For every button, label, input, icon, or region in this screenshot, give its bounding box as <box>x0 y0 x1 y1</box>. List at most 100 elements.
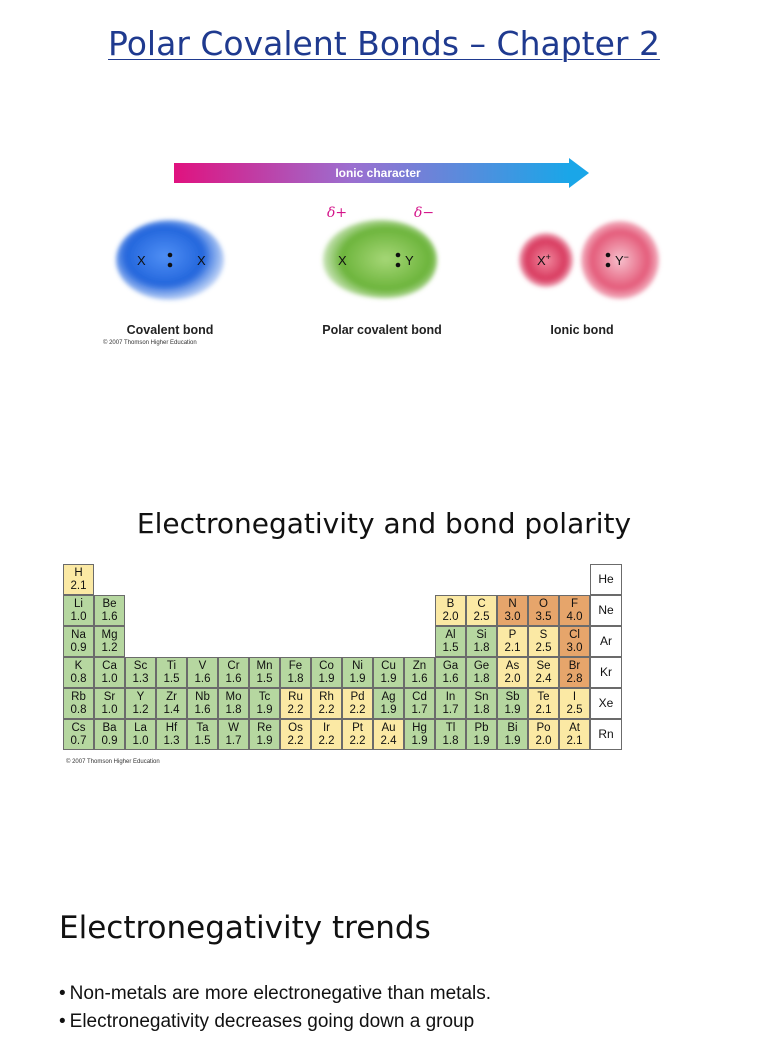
element-symbol: Mn <box>256 660 273 672</box>
element-symbol: Ni <box>352 660 363 672</box>
element-electronegativity: 1.5 <box>194 735 211 747</box>
ionic-atom-left: X+ <box>537 252 551 268</box>
element-symbol: I <box>572 691 577 703</box>
element-symbol: Ir <box>322 722 331 734</box>
element-symbol: Li <box>74 598 83 610</box>
element-electronegativity: 1.7 <box>225 735 242 747</box>
element-electronegativity: 1.8 <box>473 704 490 716</box>
element-symbol: Ta <box>196 722 209 734</box>
element-symbol: In <box>445 691 456 703</box>
element-electronegativity: 1.7 <box>442 704 459 716</box>
covalent-atom-right: X <box>197 253 206 268</box>
element-symbol: B <box>446 598 455 610</box>
element-electronegativity: 2.5 <box>535 642 552 654</box>
delta-plus-label: δ+ <box>327 205 347 221</box>
element-electronegativity: 0.7 <box>70 735 87 747</box>
element-symbol: Sb <box>505 691 520 703</box>
element-electronegativity: 2.2 <box>287 704 304 716</box>
noble-gas-cell-rn: Rn <box>590 719 622 750</box>
element-electronegativity: 4.0 <box>566 611 583 623</box>
element-electronegativity: 2.2 <box>318 735 335 747</box>
bullet-item: •Non-metals are more electronegative tha… <box>59 983 492 1004</box>
element-symbol: N <box>508 598 517 610</box>
element-symbol: Sr <box>103 691 116 703</box>
element-symbol: K <box>74 660 83 672</box>
polar-electron-cloud: δ+ δ− X Y <box>323 205 437 299</box>
element-symbol: Ru <box>288 691 303 703</box>
element-symbol: Mg <box>101 629 118 641</box>
element-symbol: Ag <box>381 691 396 703</box>
covalent-caption: Covalent bond <box>126 323 214 337</box>
element-symbol: Sn <box>474 691 489 703</box>
element-symbol: Hg <box>412 722 427 734</box>
element-electronegativity: 1.8 <box>473 673 490 685</box>
element-symbol: Tl <box>445 722 456 734</box>
noble-gas-cell-kr: Kr <box>590 657 622 688</box>
element-symbol: Re <box>257 722 272 734</box>
element-symbol: Cl <box>569 629 580 641</box>
element-symbol: Te <box>537 691 550 703</box>
element-electronegativity: 1.8 <box>287 673 304 685</box>
trend-bullet-list: •Non-metals are more electronegative tha… <box>59 983 491 1039</box>
element-electronegativity: 1.6 <box>101 611 118 623</box>
element-electronegativity: 1.9 <box>411 735 428 747</box>
bond-type-figure: Ionic character X X δ+ δ− X Y X+ Y <box>95 150 685 350</box>
element-electronegativity: 1.4 <box>163 704 180 716</box>
element-symbol: Bi <box>507 722 518 734</box>
ionic-atom-right: Y− <box>615 252 629 268</box>
element-electronegativity: 2.4 <box>535 673 552 685</box>
element-electronegativity: 1.8 <box>442 735 459 747</box>
element-electronegativity: 2.2 <box>349 735 366 747</box>
element-electronegativity: 2.1 <box>566 735 583 747</box>
element-symbol: Co <box>319 660 334 672</box>
element-electronegativity: 1.6 <box>225 673 242 685</box>
element-electronegativity: 2.8 <box>566 673 583 685</box>
element-electronegativity: 2.5 <box>473 611 490 623</box>
element-electronegativity: 1.5 <box>163 673 180 685</box>
element-symbol: Pd <box>350 691 365 703</box>
element-electronegativity: 1.6 <box>194 673 211 685</box>
element-symbol: Mo <box>225 691 242 703</box>
bullet-item: •Electronegativity decreases going down … <box>59 1011 475 1032</box>
element-symbol: W <box>228 722 239 734</box>
element-electronegativity: 1.7 <box>411 704 428 716</box>
element-symbol: Se <box>536 660 551 672</box>
element-symbol: Pb <box>474 722 489 734</box>
element-symbol: Po <box>536 722 551 734</box>
element-electronegativity: 2.0 <box>442 611 459 623</box>
element-electronegativity: 1.0 <box>101 704 118 716</box>
